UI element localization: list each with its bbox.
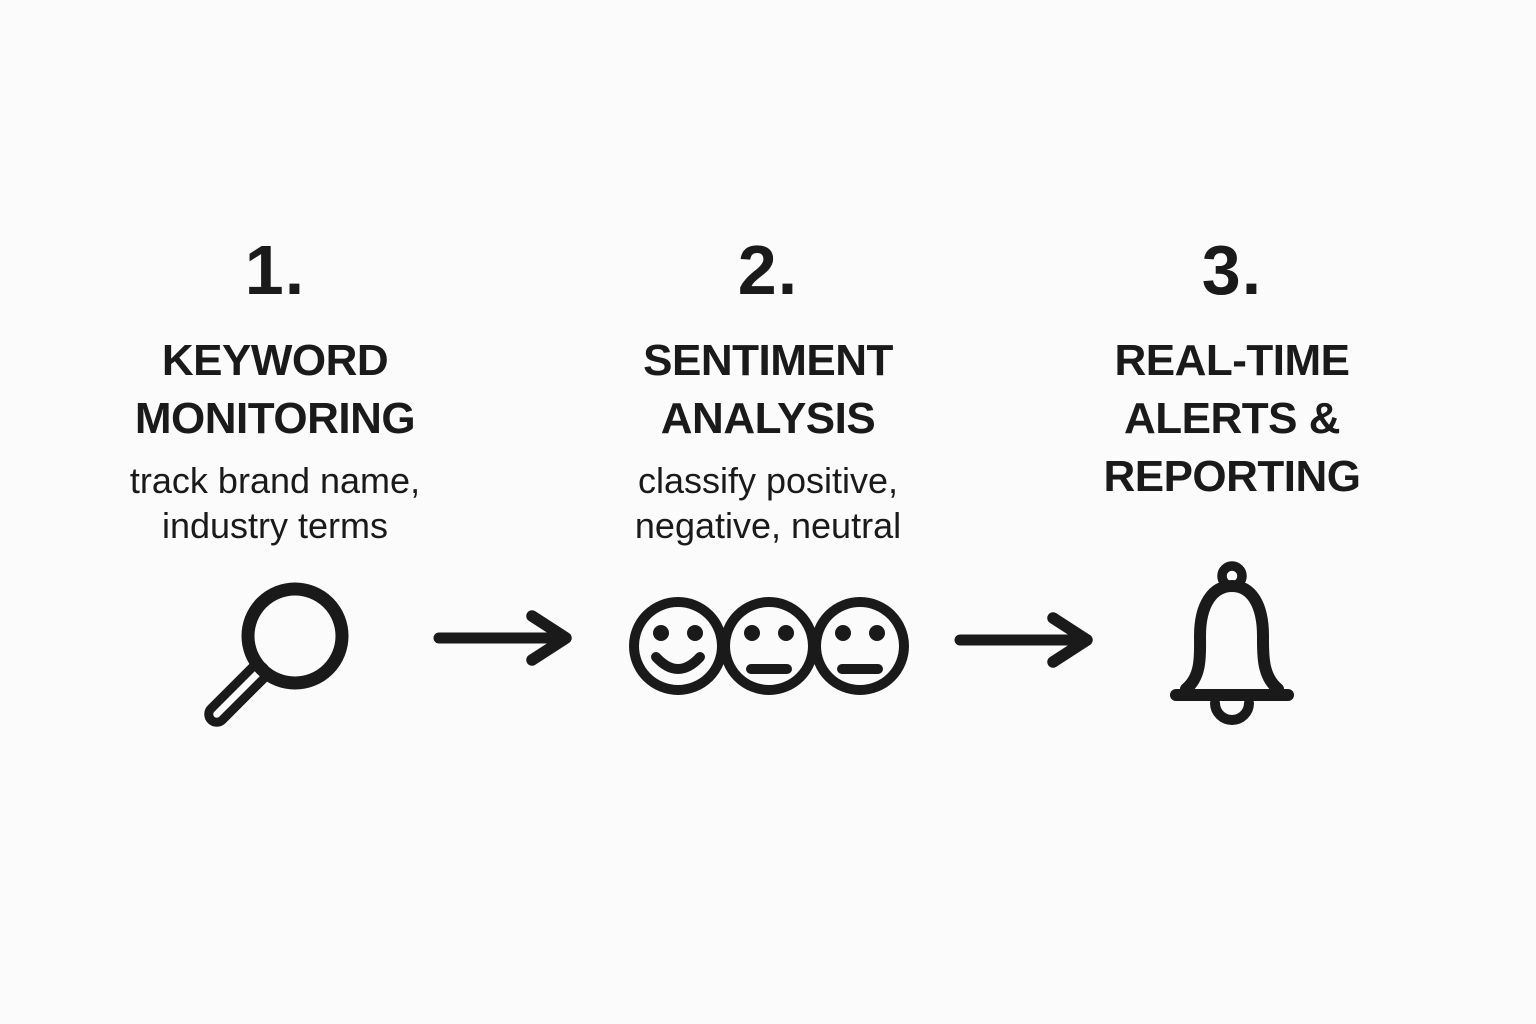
step-1: 1. KEYWORD MONITORING track brand name, …	[55, 230, 495, 548]
step-number: 3.	[1201, 231, 1263, 309]
alert-bell-icon	[1162, 560, 1302, 730]
step-number: 2.	[737, 231, 799, 309]
step-number: 1.	[244, 231, 306, 309]
sentiment-faces-icon	[625, 593, 913, 699]
right-arrow-icon	[432, 610, 582, 666]
step-title: KEYWORD MONITORING	[134, 336, 416, 443]
step-title: SENTIMENT ANALYSIS	[643, 336, 893, 443]
step-title: REAL-TIME ALERTS & REPORTING	[1103, 336, 1361, 501]
step-subtitle: track brand name, industry terms	[129, 460, 421, 546]
step-3: 3. REAL-TIME ALERTS & REPORTING	[1012, 230, 1452, 516]
step-2: 2. SENTIMENT ANALYSIS classify positive,…	[548, 230, 988, 548]
right-arrow-icon	[953, 612, 1103, 668]
search-icon	[204, 576, 355, 736]
step-subtitle: classify positive, negative, neutral	[634, 460, 902, 546]
